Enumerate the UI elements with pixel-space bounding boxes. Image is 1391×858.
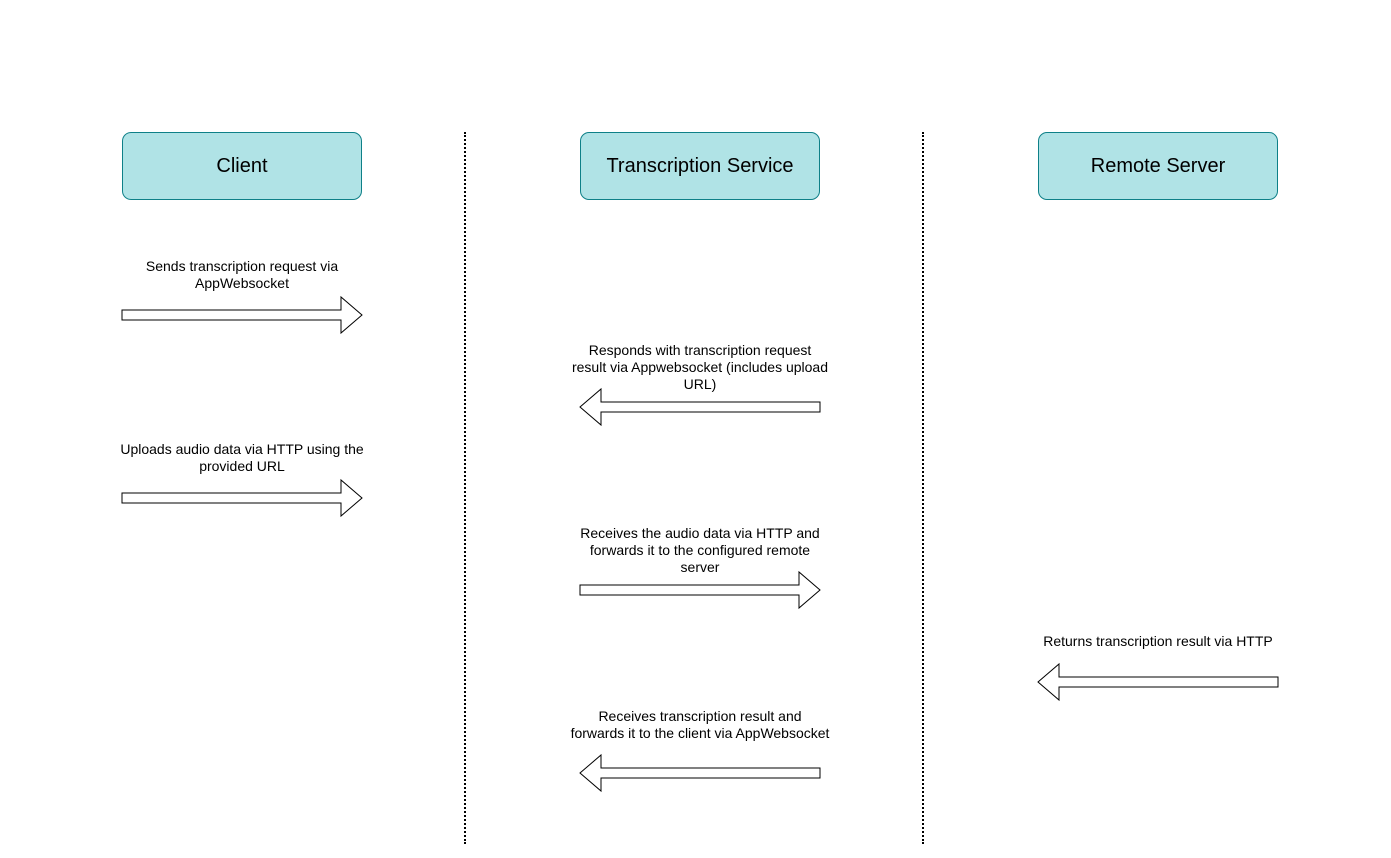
lane-header-remote-server: Remote Server <box>1038 132 1278 200</box>
arrow-left-icon <box>1037 662 1279 702</box>
arrow-right-icon <box>121 478 363 518</box>
step-label-return-result: Returns transcription result via HTTP <box>1043 633 1273 649</box>
lane-header-transcription-service: Transcription Service <box>580 132 820 200</box>
lane-divider-right <box>922 132 924 844</box>
arrow-right-icon <box>579 570 821 610</box>
step-label-send-request: Sends transcription request via AppWebso… <box>145 258 339 291</box>
step-label-upload-audio: Uploads audio data via HTTP using the pr… <box>120 441 364 474</box>
lane-header-client: Client <box>122 132 362 200</box>
arrow-left-icon <box>579 387 821 427</box>
arrow-right-icon <box>121 295 363 335</box>
arrow-left-icon <box>579 753 821 793</box>
step-label-forward-audio: Receives the audio data via HTTP and for… <box>580 525 820 575</box>
step-label-forward-result: Receives transcription result and forwar… <box>570 708 830 741</box>
lane-divider-left <box>464 132 466 844</box>
step-label-respond-request: Responds with transcription request resu… <box>571 342 829 392</box>
